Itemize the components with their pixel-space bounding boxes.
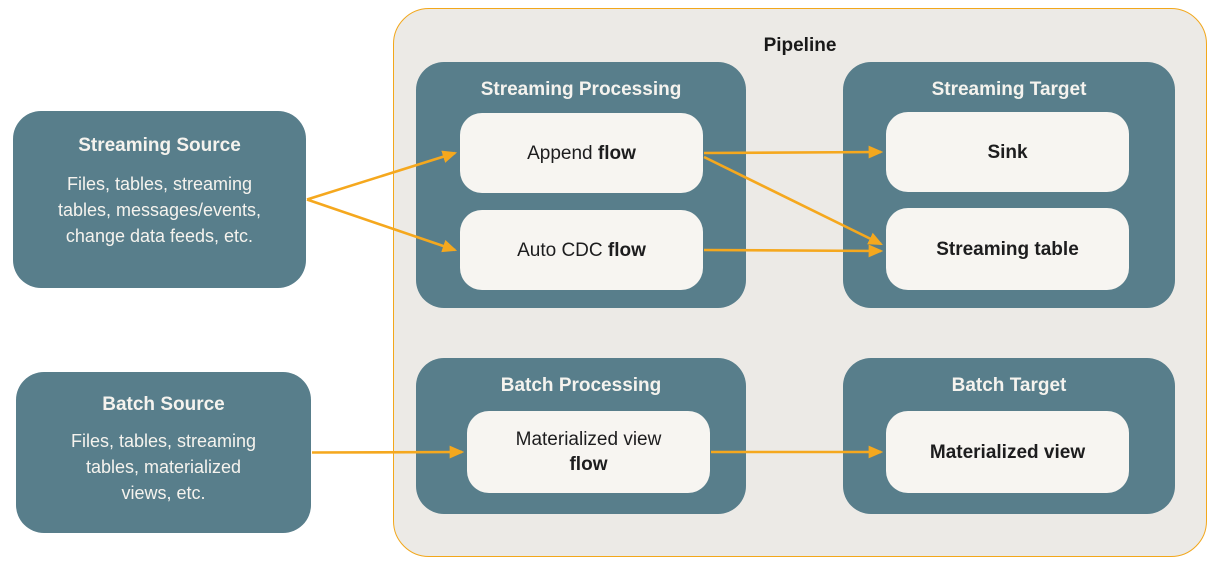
node-label: Sink: [987, 141, 1028, 163]
group-streaming-target: Streaming Target Sink Streaming table: [843, 62, 1175, 308]
node-auto-cdc-flow: Auto CDC flow: [460, 210, 703, 290]
source-description-line: change data feeds, etc.: [65, 226, 254, 246]
group-streaming-processing: Streaming Processing Append flow Auto CD…: [416, 62, 746, 308]
source-box-streaming: Streaming Source Files, tables, streamin…: [13, 111, 306, 288]
source-description-line: Files, tables, streaming: [66, 174, 253, 194]
node-label: Materialized view: [929, 441, 1086, 463]
node-streaming-table: Streaming table: [886, 208, 1129, 290]
node-label: Append flow: [527, 142, 636, 164]
source-description: Files, tables, streaming tables, message…: [13, 171, 306, 249]
node-append-flow: Append flow: [460, 113, 703, 193]
source-description-line: Files, tables, streaming: [70, 431, 257, 451]
source-title: Batch Source: [102, 394, 225, 415]
group-title: Batch Processing: [500, 375, 662, 396]
group-title: Batch Target: [951, 375, 1067, 396]
group-title: Streaming Processing: [480, 79, 682, 100]
source-description-line: tables, messages/events,: [57, 200, 262, 220]
group-batch-target: Batch Target Materialized view: [843, 358, 1175, 514]
node-sink: Sink: [886, 112, 1129, 192]
node-materialized-view: Materialized view: [886, 411, 1129, 493]
source-title: Streaming Source: [78, 135, 241, 156]
source-description-line: tables, materialized: [85, 457, 242, 477]
source-description: Files, tables, streaming tables, materia…: [16, 428, 311, 506]
group-title: Streaming Target: [931, 79, 1087, 100]
source-box-batch: Batch Source Files, tables, streaming ta…: [16, 372, 311, 533]
source-description-line: views, etc.: [121, 483, 206, 503]
node-label: Auto CDC flow: [517, 239, 646, 261]
pipeline-title: Pipeline: [763, 35, 837, 56]
node-label: Streaming table: [936, 238, 1079, 260]
